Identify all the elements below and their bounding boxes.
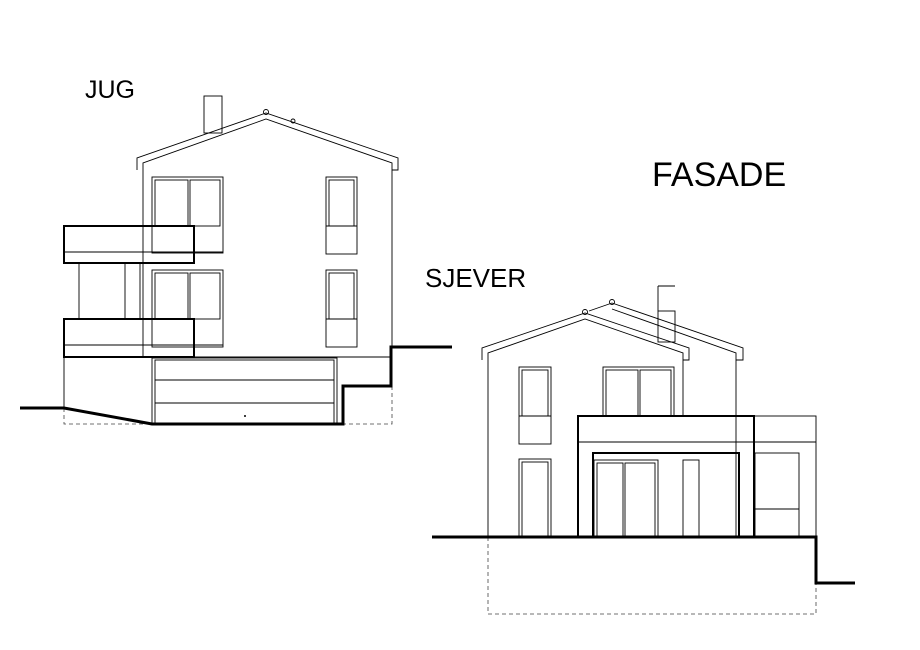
south-elevation — [20, 95, 452, 426]
ground-line-north — [432, 535, 855, 585]
balcony — [63, 225, 195, 264]
ridge-vent — [263, 109, 269, 115]
balcony-frame — [577, 415, 755, 538]
door — [593, 459, 659, 538]
sheet-title: FASADE — [652, 156, 787, 194]
annex — [753, 415, 817, 538]
chimney-south — [203, 95, 223, 134]
inner-frame — [592, 452, 740, 538]
window — [754, 452, 800, 538]
window — [325, 176, 358, 255]
window — [151, 269, 224, 348]
chimney-north — [657, 310, 676, 343]
view-label-north: SJEVER — [425, 263, 527, 293]
roof-inner-south — [142, 118, 393, 170]
view-label-south: JUG — [85, 76, 135, 104]
roof-back — [611, 302, 744, 361]
balcony — [63, 318, 195, 358]
ground-line-south — [20, 345, 452, 426]
window — [151, 176, 224, 254]
ridge-vent — [290, 118, 296, 124]
ridge-vent — [582, 309, 588, 315]
window — [325, 269, 358, 348]
window — [602, 366, 675, 417]
roof-outer-south — [136, 112, 399, 171]
north-elevation — [432, 285, 855, 615]
door — [518, 458, 552, 538]
roof-front — [481, 312, 690, 361]
window — [518, 366, 552, 445]
ridge-vent — [609, 299, 615, 305]
window — [682, 459, 700, 538]
garage-door — [151, 357, 338, 425]
